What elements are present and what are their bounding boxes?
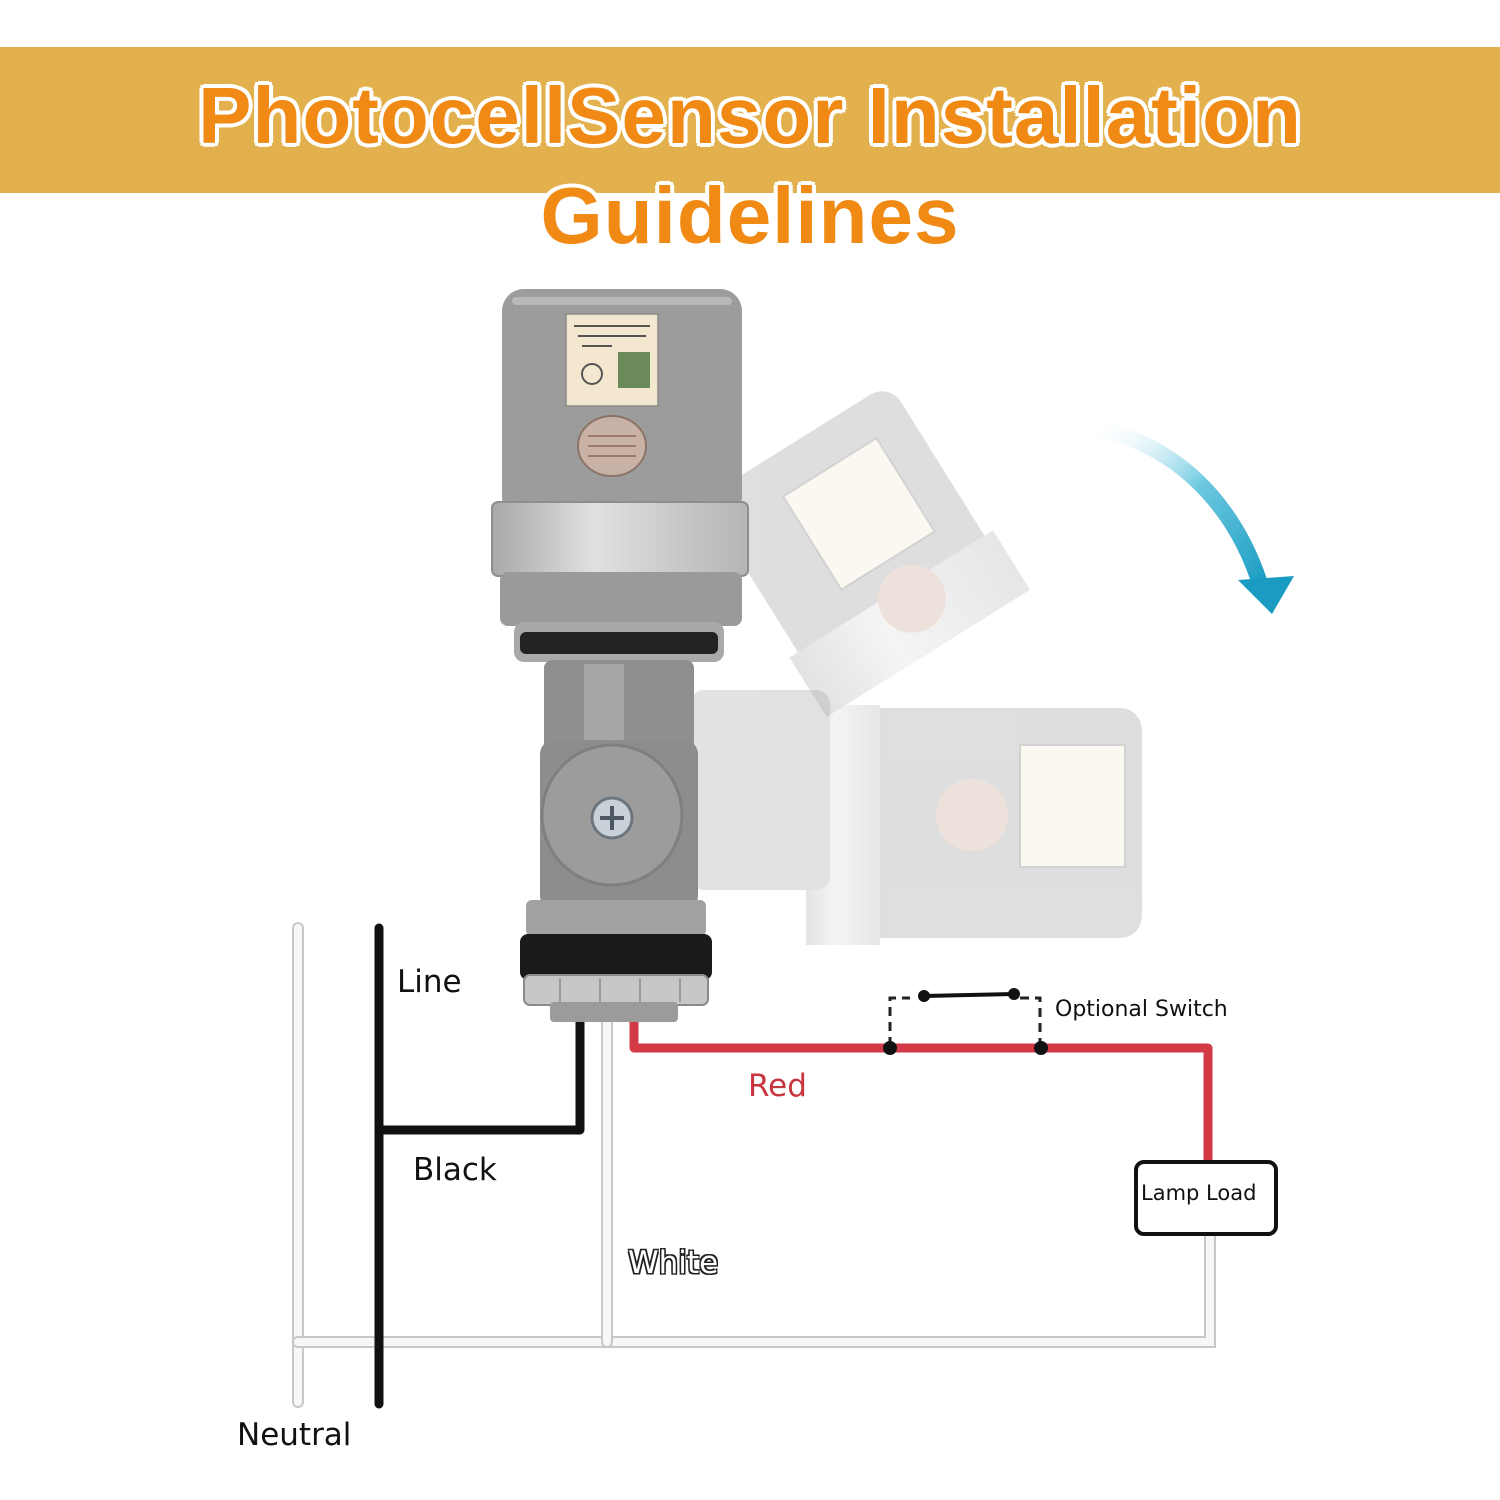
line-label: Line (397, 964, 462, 1000)
neutral-label: Neutral (237, 1417, 352, 1453)
red-wire (629, 1015, 1213, 1165)
white-wire-label: White (628, 1245, 719, 1281)
title-banner (0, 47, 1500, 193)
optional-switch-icon (883, 988, 1048, 1055)
photocell-sensor-ghost-1 (710, 391, 1031, 717)
photocell-sensor-ghost-2 (690, 690, 1142, 945)
lamp-load-box (1134, 1160, 1278, 1236)
rotation-arrow-icon (1082, 420, 1294, 614)
page-title: PhotocellSensor Installation Guidelines (198, 71, 1302, 260)
white-wire (292, 922, 1216, 1408)
black-wire-label: Black (413, 1152, 497, 1188)
red-wire-label: Red (748, 1068, 807, 1104)
optional-switch-label: Optional Switch (1055, 997, 1228, 1022)
black-wire (374, 923, 585, 1409)
lamp-load-label: Lamp Load (1141, 1181, 1257, 1205)
photocell-sensor-icon (491, 289, 749, 1022)
